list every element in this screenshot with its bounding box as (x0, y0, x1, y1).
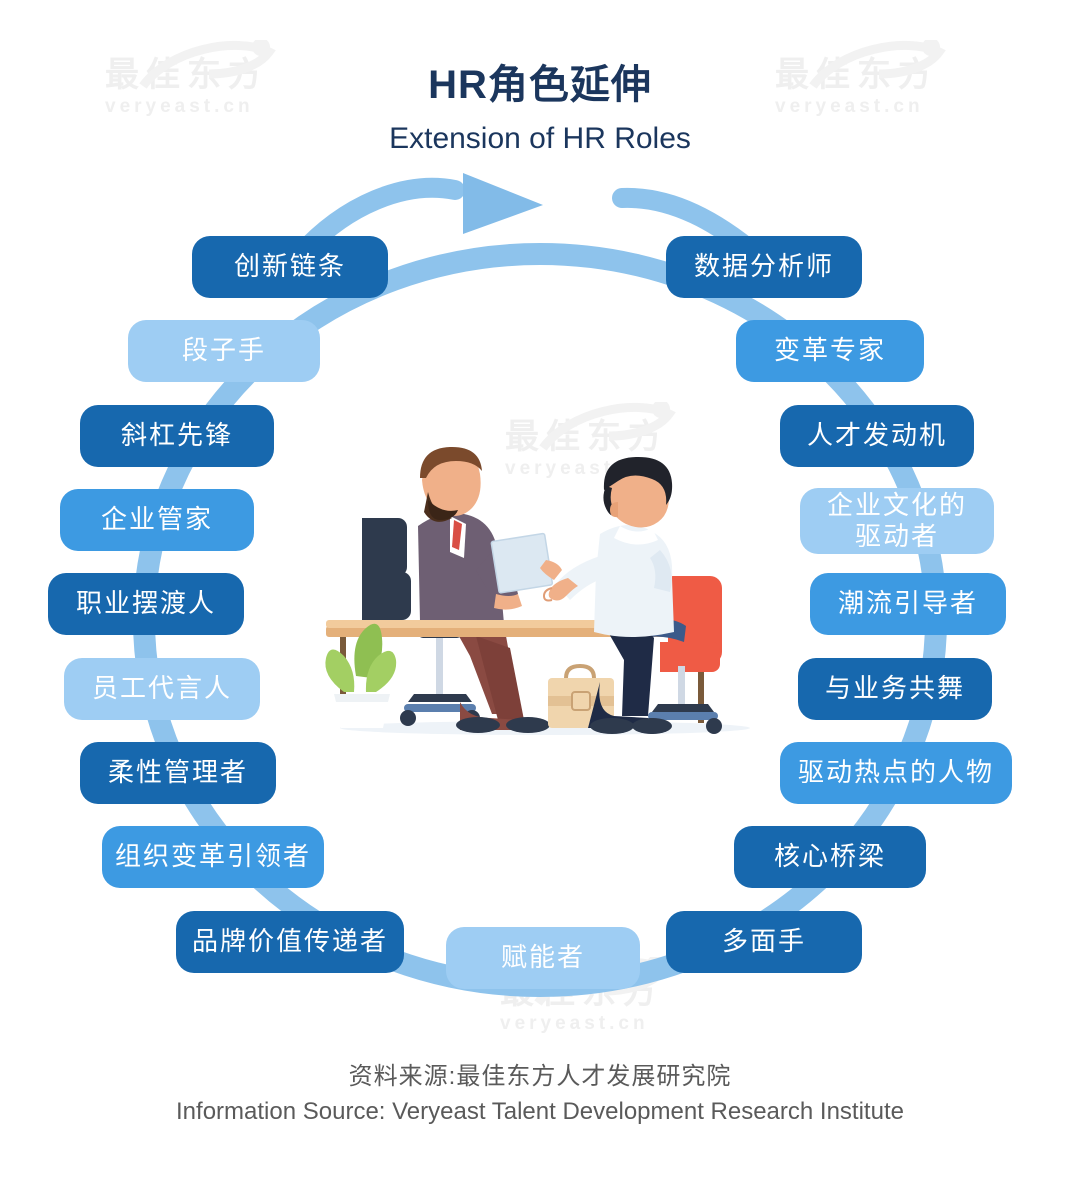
node-label: 潮流引导者 (837, 588, 978, 619)
node-label: 驱动热点的人物 (797, 757, 994, 788)
source-note-en: Information Source: Veryeast Talent Deve… (176, 1098, 904, 1125)
node-rencai-fadongji[interactable]: 人才发动机 (780, 405, 974, 467)
node-label: 员工代言人 (91, 673, 232, 704)
node-duomianshou[interactable]: 多面手 (666, 911, 862, 973)
node-label: 赋能者 (500, 942, 585, 973)
node-label-line2: 驱动者 (854, 521, 939, 551)
node-chuangxin-liantiao[interactable]: 创新链条 (192, 236, 388, 298)
node-label: 品牌价值传递者 (191, 926, 388, 957)
source-note-cn: 资料来源:最佳东方人才发展研究院 (348, 1063, 732, 1090)
node-label: 创新链条 (233, 251, 346, 282)
node-label: 柔性管理者 (107, 757, 248, 788)
node-pinpai-jiazhi-chuandizhe[interactable]: 品牌价值传递者 (176, 911, 404, 973)
node-hexin-qiaoliang[interactable]: 核心桥梁 (734, 826, 926, 888)
node-yuangong-daiyanren[interactable]: 员工代言人 (64, 658, 260, 720)
node-label: 与业务共舞 (824, 673, 965, 704)
node-label: 多面手 (721, 926, 806, 957)
node-label: 斜杠先锋 (120, 420, 233, 451)
node-qiye-wenhua-de-qudongzhe[interactable]: 企业文化的 驱动者 (800, 488, 994, 554)
node-yu-yewu-gongwu[interactable]: 与业务共舞 (798, 658, 992, 720)
node-rouxing-guanlizhe[interactable]: 柔性管理者 (80, 742, 276, 804)
node-zhiye-baidu-ren[interactable]: 职业摆渡人 (48, 573, 244, 635)
node-funengzhe[interactable]: 赋能者 (446, 927, 640, 989)
node-label: 数据分析师 (693, 251, 834, 282)
node-label-line1: 企业文化的 (826, 489, 967, 520)
node-chaoliu-yindaozhe[interactable]: 潮流引导者 (810, 573, 1006, 635)
node-shuju-fenxishi[interactable]: 数据分析师 (666, 236, 862, 298)
node-label: 变革专家 (773, 335, 886, 366)
node-label: 段子手 (181, 335, 266, 366)
page-title-en: Extension of HR Roles (389, 122, 691, 155)
node-duanzishou[interactable]: 段子手 (128, 320, 320, 382)
node-xiegang-xianfeng[interactable]: 斜杠先锋 (80, 405, 274, 467)
node-label: 企业管家 (100, 504, 213, 535)
node-label: 职业摆渡人 (75, 588, 216, 619)
interview-illustration (325, 446, 750, 735)
node-label: 核心桥梁 (773, 841, 886, 872)
node-qiye-guanjia[interactable]: 企业管家 (60, 489, 254, 551)
node-zuzhi-biange-yinlingzhe[interactable]: 组织变革引领者 (102, 826, 324, 888)
node-biange-zhuanjia[interactable]: 变革专家 (736, 320, 924, 382)
node-label: 组织变革引领者 (114, 841, 311, 872)
node-qudong-redian-de-renwu[interactable]: 驱动热点的人物 (780, 742, 1012, 804)
page-title-cn: HR角色延伸 (428, 63, 652, 107)
node-label: 人才发动机 (806, 420, 947, 451)
clockwise-flow-arrow-icon (463, 173, 543, 234)
